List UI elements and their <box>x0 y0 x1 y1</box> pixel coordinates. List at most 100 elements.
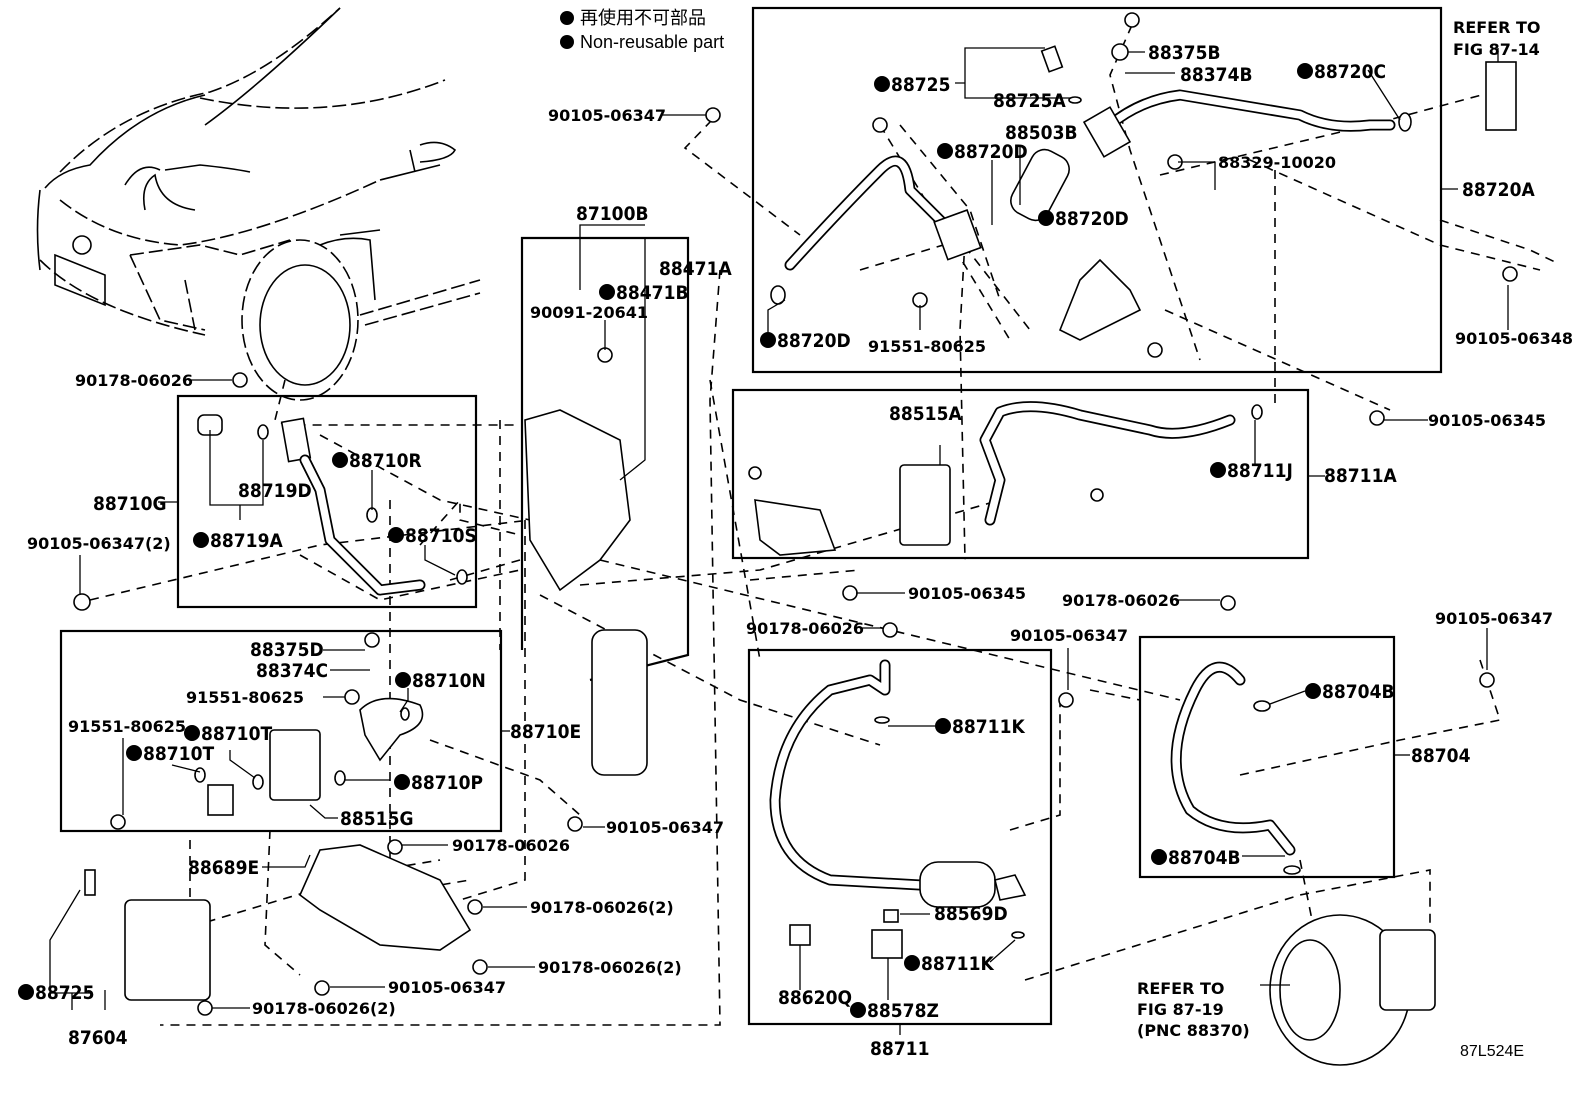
reference-label[interactable]: REFER TO <box>1137 979 1225 998</box>
bolt-icon <box>314 980 330 996</box>
legend: 再使用不可部品 Non-reusable part <box>560 8 724 52</box>
part-label[interactable]: 88375B <box>1148 42 1221 64</box>
part-label[interactable]: 90105-06347 <box>606 818 724 837</box>
part-label[interactable]: 88711K <box>935 716 1025 738</box>
svg-text:88711J: 88711J <box>1227 460 1293 482</box>
part-label[interactable]: 90105-06347 <box>1010 626 1128 645</box>
o-ring-icon <box>1068 96 1082 104</box>
part-label[interactable]: 90178-06026 <box>452 836 570 855</box>
non-reusable-dot-icon <box>184 725 200 741</box>
part-label[interactable]: 88710T <box>126 743 214 765</box>
part-label[interactable]: 90105-06347 <box>1435 609 1553 628</box>
group-label-88711A[interactable]: 88711A <box>1324 465 1397 487</box>
part-label[interactable]: 90178-06026(2) <box>252 999 396 1018</box>
part-label[interactable]: 90178-06026(2) <box>530 898 674 917</box>
pressure-sensor-icon <box>269 729 321 801</box>
part-label[interactable]: 90105-06347(2) <box>27 534 171 553</box>
part-label[interactable]: 88710P <box>394 772 483 794</box>
part-label[interactable]: 88720D <box>1038 208 1129 230</box>
part-label[interactable]: 88329-10020 <box>1218 153 1336 172</box>
part-label[interactable]: 88374C <box>256 660 328 682</box>
part-label[interactable]: 88710S <box>388 525 477 547</box>
part-label[interactable]: 88710N <box>395 670 486 692</box>
connector-icon <box>789 924 811 946</box>
legend-text-ja: 再使用不可部品 <box>580 8 706 28</box>
reference-label[interactable]: (PNC 88370) <box>1137 1021 1250 1040</box>
group-label-88710G[interactable]: 88710G <box>93 493 167 515</box>
group-label-88710E[interactable]: 88710E <box>510 721 581 743</box>
part-label[interactable]: 88710R <box>332 450 422 472</box>
non-reusable-dot-icon <box>1151 849 1167 865</box>
part-label[interactable]: 88471A <box>659 258 732 280</box>
part-label[interactable]: 91551-80625 <box>186 688 304 707</box>
part-label[interactable]: 90105-06348 <box>1455 329 1573 348</box>
part-label[interactable]: 88515A <box>889 403 962 425</box>
non-reusable-dot-icon <box>193 532 209 548</box>
part-label[interactable]: 88710T <box>184 723 272 745</box>
part-label[interactable]: 91551-80625 <box>68 717 186 736</box>
part-label[interactable]: 88569D <box>934 903 1008 925</box>
clip-icon <box>883 909 899 923</box>
group-label-88720A[interactable]: 88720A <box>1462 179 1535 201</box>
nut-icon <box>472 959 488 975</box>
group-box-88711 <box>747 648 1053 1026</box>
part-label[interactable]: 90105-06345 <box>1428 411 1546 430</box>
part-label[interactable]: 90178-06026 <box>1062 591 1180 610</box>
part-label[interactable]: 90178-06026 <box>75 371 193 390</box>
non-reusable-dot-icon <box>599 284 615 300</box>
part-label[interactable]: 88725A <box>993 90 1066 112</box>
non-reusable-dot-icon <box>1038 210 1054 226</box>
dryer-tank-icon <box>591 629 648 776</box>
part-label[interactable]: 88375D <box>250 639 324 661</box>
bolt-icon <box>912 292 928 308</box>
svg-text:88725: 88725 <box>35 982 94 1004</box>
part-label[interactable]: 88503B <box>1005 122 1078 144</box>
bolt-icon <box>748 466 762 480</box>
part-label[interactable]: 88719D <box>238 480 312 502</box>
part-label[interactable]: 90091-20641 <box>530 303 648 322</box>
block-fitting-icon <box>359 697 424 762</box>
part-label[interactable]: 88374B <box>1180 64 1253 86</box>
reference-label[interactable]: FIG 87-14 <box>1453 40 1540 59</box>
part-label[interactable]: 88719A <box>193 530 283 552</box>
group-label-87100B[interactable]: 87100B <box>576 203 649 225</box>
part-label[interactable]: 90105-06347 <box>548 106 666 125</box>
bolt-icon <box>597 347 613 363</box>
part-label[interactable]: 88720C <box>1297 61 1386 83</box>
part-label[interactable]: 90105-06347 <box>388 978 506 997</box>
group-label-88704[interactable]: 88704 <box>1411 745 1471 767</box>
part-label[interactable]: 88711J <box>1210 460 1293 482</box>
part-label[interactable]: 88725 <box>18 982 94 1004</box>
non-reusable-dot-icon <box>395 672 411 688</box>
part-label[interactable]: 88704B <box>1305 681 1395 703</box>
part-label[interactable]: 88704B <box>1151 847 1241 869</box>
part-label[interactable]: 88711K <box>904 953 994 975</box>
bolt-icon <box>1058 692 1074 708</box>
part-label[interactable]: 90178-06026 <box>746 619 864 638</box>
bolt-icon <box>344 689 360 705</box>
fitting-icon <box>994 874 1027 901</box>
bolt-icon <box>872 117 888 133</box>
part-label[interactable]: 88720D <box>760 330 851 352</box>
part-label[interactable]: 90105-06345 <box>908 584 1026 603</box>
bolt-icon <box>73 593 91 611</box>
o-ring-icon <box>456 569 468 585</box>
part-label[interactable]: 88471B <box>599 282 689 304</box>
part-label[interactable]: 88620Q <box>778 987 852 1009</box>
reference-label[interactable]: REFER TO <box>1453 18 1541 37</box>
part-label[interactable]: 91551-80625 <box>868 337 986 356</box>
part-label[interactable]: 88720D <box>937 141 1028 163</box>
group-label-87604[interactable]: 87604 <box>68 1027 128 1049</box>
part-label[interactable]: 88578Z <box>850 1000 939 1022</box>
reference-label[interactable]: FIG 87-19 <box>1137 1000 1224 1019</box>
vehicle-illustration <box>36 7 481 401</box>
part-label[interactable]: 88689E <box>188 857 259 879</box>
fitting-icon <box>280 417 312 463</box>
pressure-sensor-icon <box>899 464 951 546</box>
part-label[interactable]: 88515G <box>340 808 414 830</box>
o-ring-icon <box>1251 404 1263 420</box>
nut-icon <box>1220 595 1236 611</box>
part-label[interactable]: 90178-06026(2) <box>538 958 682 977</box>
group-label-88711[interactable]: 88711 <box>870 1038 929 1060</box>
part-label[interactable]: 88725 <box>874 74 950 96</box>
